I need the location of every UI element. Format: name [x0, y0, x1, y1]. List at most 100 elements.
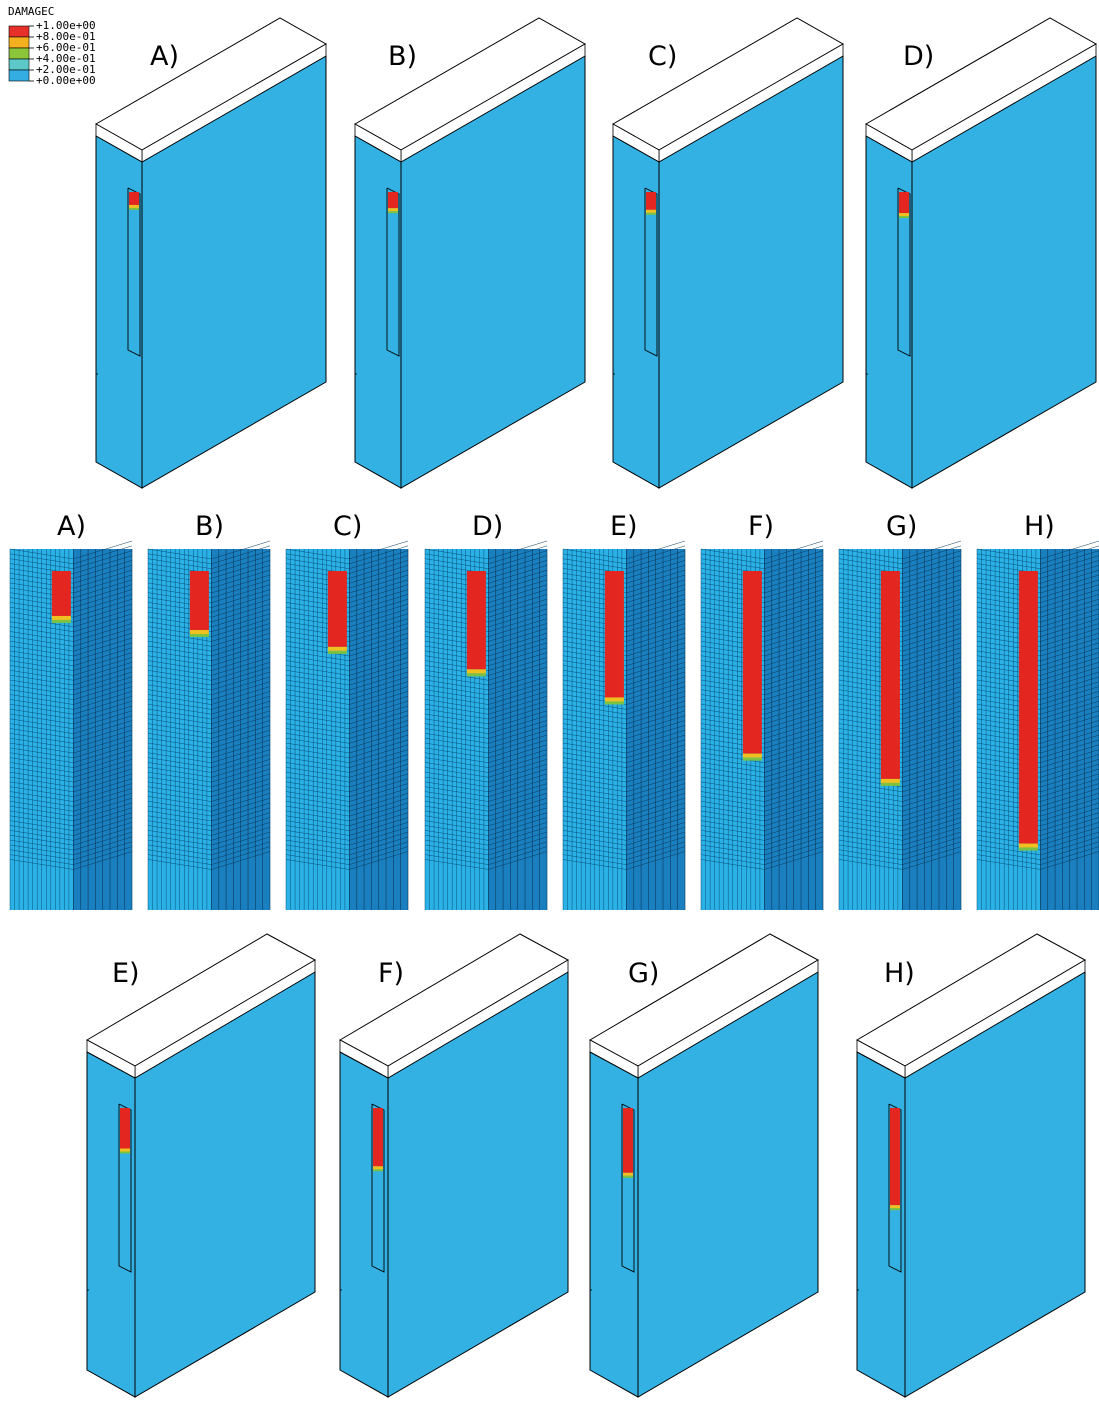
top-row-specimens: A) B) C) D)	[94, 17, 1098, 489]
mesh-closeup: B)	[147, 511, 271, 910]
panel-label: D)	[472, 511, 503, 542]
damage-front	[1018, 843, 1038, 848]
specimen-block: H)	[855, 933, 1087, 1398]
panel-label: D)	[903, 41, 934, 72]
damage-front	[880, 778, 900, 783]
damage-zone	[1018, 571, 1038, 844]
damage-front-low	[388, 211, 398, 214]
mesh-closeup: H)	[976, 511, 1099, 910]
panel-label: A)	[150, 41, 179, 72]
side-face	[865, 135, 913, 489]
damage-zone	[388, 192, 398, 209]
panel-label: G)	[886, 511, 917, 542]
damage-front	[120, 1148, 130, 1152]
panel-label: E)	[112, 958, 140, 989]
legend-swatch	[8, 58, 30, 71]
damage-front-low	[623, 1175, 633, 1178]
bottom-row-specimens: E) F) G) H)	[85, 933, 1087, 1398]
specimen-block: A)	[94, 17, 328, 489]
damage-front	[388, 208, 398, 212]
damage-front-low	[466, 673, 486, 677]
damage-front-low	[189, 634, 209, 638]
damage-zone	[327, 571, 347, 647]
damage-zone	[189, 571, 209, 631]
damage-front-low	[646, 212, 656, 215]
damage-front	[129, 204, 139, 208]
damage-zone	[899, 192, 909, 214]
damage-front-low	[742, 757, 762, 761]
side-face	[856, 1051, 906, 1398]
mesh-closeup: E)	[562, 511, 686, 910]
legend-value: +1.00e+00	[36, 19, 96, 32]
panel-label: H)	[884, 958, 915, 989]
panel-label: E)	[610, 511, 638, 542]
side-face	[612, 135, 660, 489]
damage-zone	[880, 571, 900, 779]
specimen-block: C)	[611, 17, 845, 489]
damage-front-low	[373, 1169, 383, 1172]
legend-value: +6.00e-01	[36, 41, 96, 54]
damage-zone	[120, 1108, 130, 1149]
panel-label: H)	[1024, 511, 1055, 542]
panel-label: B)	[388, 41, 417, 72]
side-face	[589, 1051, 639, 1398]
mesh-closeup: C)	[285, 511, 409, 910]
legend-swatch	[8, 69, 30, 82]
damage-zone	[604, 571, 624, 698]
side-face	[354, 135, 402, 489]
legend-value: +0.00e+00	[36, 74, 96, 87]
side-face	[339, 1051, 389, 1398]
legend-swatch	[8, 47, 30, 60]
legend-value: +8.00e-01	[36, 30, 96, 43]
mesh-closeup: F)	[700, 511, 824, 910]
specimen-block: G)	[588, 933, 820, 1398]
panel-label: B)	[195, 511, 224, 542]
panel-label: C)	[648, 41, 677, 72]
damage-front	[890, 1205, 900, 1209]
damage-front-low	[327, 650, 347, 654]
panel-label: F)	[748, 511, 774, 542]
specimen-block: E)	[85, 933, 317, 1398]
damage-front	[604, 697, 624, 702]
damage-front	[466, 669, 486, 674]
damage-zone	[742, 571, 762, 754]
damage-zone	[890, 1108, 900, 1206]
damage-front-low	[1018, 847, 1038, 851]
panel-label: G)	[628, 958, 659, 989]
damage-front-low	[604, 701, 624, 705]
panel-label: C)	[333, 511, 362, 542]
damage-zone	[129, 192, 139, 205]
damage-front-low	[899, 216, 909, 219]
specimen-block: B)	[353, 17, 587, 489]
damage-front	[327, 646, 347, 651]
damage-front	[742, 753, 762, 758]
damage-legend: DAMAGEC +1.00e+00+8.00e-01+6.00e-01+4.00…	[8, 5, 96, 87]
specimen-block: D)	[864, 17, 1098, 489]
legend-value: +2.00e-01	[36, 63, 96, 76]
legend-title: DAMAGEC	[8, 5, 54, 18]
damage-zone	[646, 192, 656, 210]
damage-front-low	[890, 1208, 900, 1211]
damage-front-low	[120, 1151, 130, 1154]
panel-label: F)	[378, 958, 404, 989]
damage-front	[623, 1172, 633, 1176]
side-face	[95, 135, 143, 489]
damage-front-low	[880, 782, 900, 786]
legend-swatch	[8, 36, 30, 49]
damage-zone	[623, 1108, 633, 1173]
side-face	[86, 1051, 136, 1398]
panel-label: A)	[57, 511, 86, 542]
legend-swatch	[8, 25, 30, 38]
damage-front	[646, 209, 656, 213]
specimen-block: F)	[338, 933, 570, 1398]
damage-front-low	[129, 207, 139, 210]
mesh-closeup: A)	[9, 511, 133, 910]
damage-front	[189, 630, 209, 635]
legend-value: +4.00e-01	[36, 52, 96, 65]
damage-zone	[373, 1108, 383, 1167]
damage-front	[373, 1166, 383, 1170]
damage-zone	[466, 571, 486, 670]
damage-front-low	[51, 619, 71, 623]
